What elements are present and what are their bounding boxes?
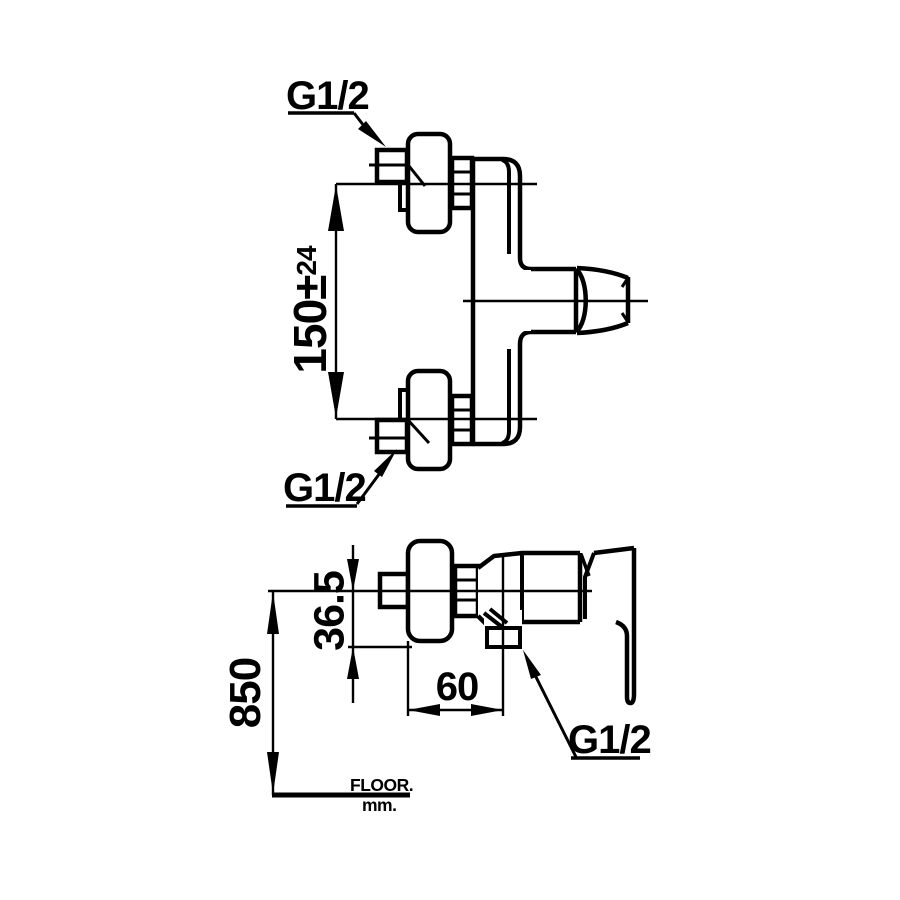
outlet-drop-dimension (347, 545, 359, 703)
bottom-inlet-thread-label: G1/2 (283, 466, 367, 510)
leader-arrowhead (523, 650, 541, 679)
arrowhead-up (267, 592, 279, 634)
wall-offset-dimension (408, 704, 503, 716)
arrowhead-left (408, 704, 440, 716)
center-distance-tolerance: 24 (291, 246, 322, 276)
side-lever-handle (583, 545, 637, 706)
arrowhead-down (347, 559, 359, 591)
arrowhead-down (328, 372, 344, 418)
leader-arrowhead (358, 121, 386, 147)
front-centerlines (336, 182, 648, 421)
arrowhead-down (267, 752, 279, 794)
side-view (267, 538, 640, 798)
floor-unit-label: mm. (362, 795, 397, 815)
center-distance-text: 150±24 (284, 246, 336, 374)
arrowhead-up (328, 185, 344, 231)
floor-label: FLOOR. (350, 775, 414, 795)
bottom-g12-leader (286, 449, 397, 508)
side-centerlines (268, 554, 592, 716)
arrowhead-right (471, 704, 503, 716)
front-view (286, 111, 648, 508)
center-distance-value: 150± (284, 275, 336, 374)
outlet-drop-text: 36.5 (305, 571, 354, 651)
mixer-body-plate (470, 156, 532, 447)
leader-arrowhead (374, 449, 397, 477)
wall-offset-text: 60 (435, 665, 479, 709)
arrowhead-up (347, 647, 359, 679)
outlet-g12-leader (523, 650, 640, 760)
mounting-height-text: 850 (221, 657, 270, 729)
outlet-thread-label: G1/2 (568, 718, 652, 762)
top-inlet-thread-label: G1/2 (286, 74, 370, 118)
center-distance-dimension (328, 184, 344, 419)
mounting-height-dimension (267, 591, 279, 795)
top-g12-leader (288, 111, 386, 147)
bottom-union-nut (374, 417, 410, 455)
